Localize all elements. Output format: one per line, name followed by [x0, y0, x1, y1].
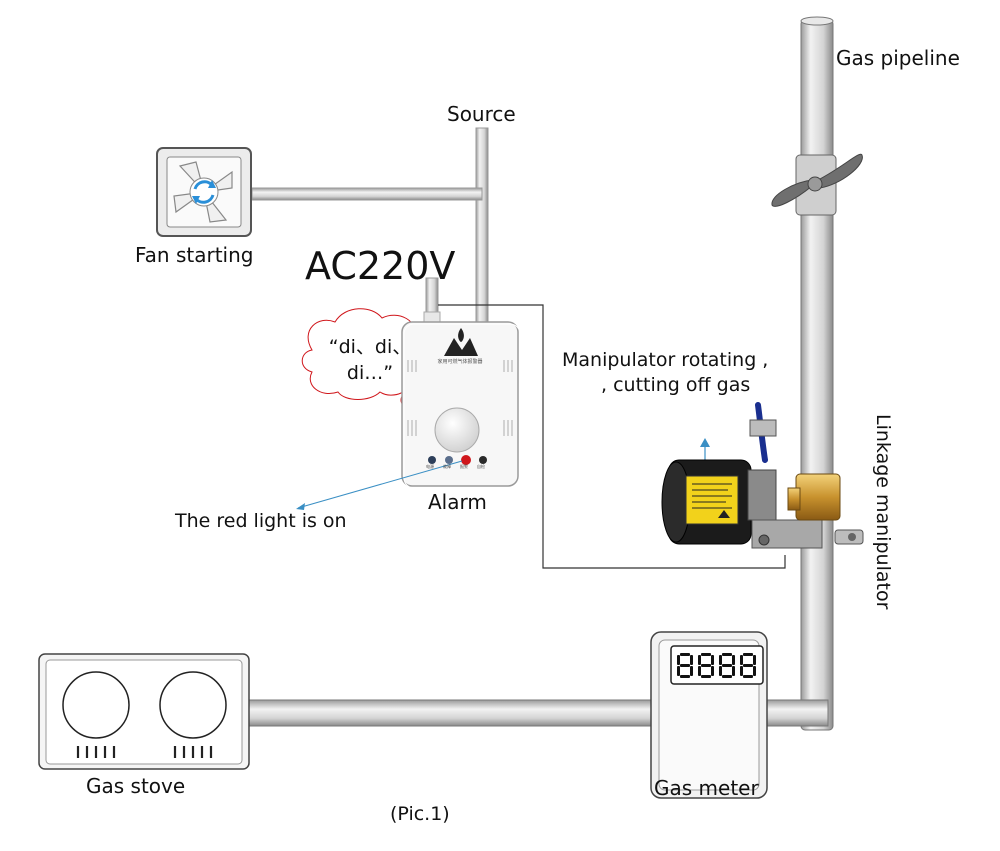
gas-meter-label: Gas meter [654, 776, 759, 800]
burner-right [159, 671, 227, 739]
gas-alarm-device [401, 311, 521, 489]
bubble-line-2: di…” [346, 362, 394, 384]
alarm-brand-text: 家用可燃气体报警器 [437, 359, 483, 365]
burner-left [62, 671, 130, 739]
bubble-text: “di、di、 di…” [320, 334, 420, 386]
gas-pipeline [800, 16, 834, 731]
linkage-manipulator-label: Linkage manipulator [872, 414, 894, 610]
linkage-manipulator [661, 402, 864, 549]
red-led [461, 455, 471, 465]
meter-digit [740, 653, 756, 678]
figure-caption: (Pic.1) [390, 803, 450, 825]
source-power-line [251, 127, 489, 324]
alarm-logo-icon [444, 328, 478, 356]
gas-stove [38, 653, 250, 770]
gas-stove-label: Gas stove [86, 774, 186, 798]
red-light-pointer-arrow [296, 460, 463, 510]
alarm-led-row [428, 455, 487, 465]
manipulator-label-line2: , cutting off gas [601, 374, 751, 396]
led-label-power: 电源 [426, 464, 434, 469]
source-label: Source [447, 102, 516, 126]
manipulator-label-line1: Manipulator rotating , [562, 349, 769, 371]
led-label-alarm: 报警 [460, 464, 468, 469]
led-label-fault: 故障 [443, 464, 451, 469]
red-light-label: The red light is on [175, 510, 347, 532]
meter-digit [677, 653, 693, 678]
fan-starting-label: Fan starting [135, 243, 254, 267]
exhaust-fan-icon [156, 147, 252, 237]
bubble-line-1: “di、di、 [328, 336, 412, 358]
pipeline-fan-icon [771, 153, 863, 216]
ac-voltage-label: AC220V [305, 244, 456, 288]
led-label-test: 自检 [477, 464, 485, 469]
gas-meter-display [677, 653, 756, 678]
meter-digit [698, 653, 714, 678]
gas-pipeline-label: Gas pipeline [836, 46, 960, 70]
meter-digit [719, 653, 735, 678]
alarm-label: Alarm [428, 490, 487, 514]
signal-wire [438, 304, 786, 569]
